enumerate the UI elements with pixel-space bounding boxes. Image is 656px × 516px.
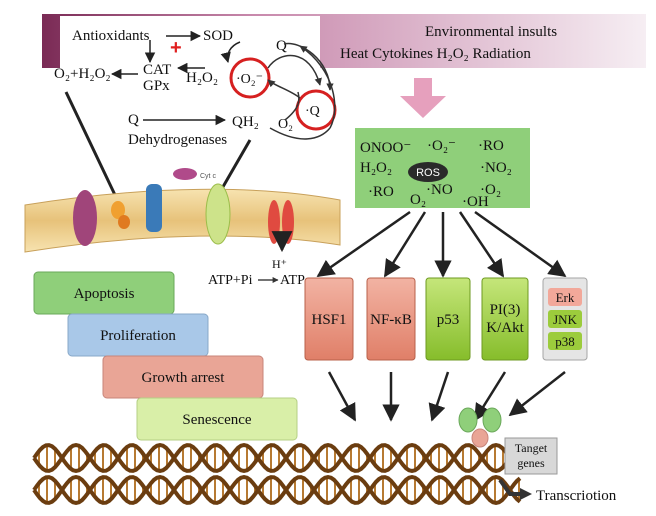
ros-box: ONOO⁻ ·O₂⁻ ·RO H₂O₂ ·NO₂ ·RO ·NO ·O₂ O₂ ·OH ROS (355, 128, 530, 210)
o2-h2o2-label: O₂+H₂O₂ (54, 66, 111, 82)
arrow-sod-superoxide (220, 41, 241, 64)
outcome-proliferation: Proliferation (100, 328, 176, 344)
pathway-hsf1: HSF1 (311, 312, 346, 328)
ros-species-item: ONOO⁻ (360, 140, 411, 156)
ros-species-item: ·RO (368, 184, 394, 200)
mapk-p38: p38 (555, 334, 575, 349)
antioxidant-cycle: Antioxidants SOD + CAT GPx O₂+H₂O₂ H₂O₂ … (54, 28, 337, 196)
gpx-label: GPx (143, 78, 170, 94)
h-plus-label: H⁺ (272, 257, 287, 271)
superoxide-highlight-circle (229, 57, 271, 99)
pathway-boxes: HSF1 NF-κB p53 PI(3) K/Akt Erk JNK p38 (304, 277, 588, 361)
pathway-nfkb: NF-κB (370, 312, 412, 328)
ros-species-item: ·O₂⁻ (427, 138, 456, 154)
outcome-growth-arrest: Growth arrest (142, 370, 226, 386)
h2o2-label: H₂O₂ (186, 70, 218, 86)
o2-label: O₂ (278, 117, 293, 132)
target-genes-line1: Tanget (515, 441, 548, 455)
dna-double-helix (32, 442, 522, 506)
pathway-p53: p53 (437, 312, 460, 328)
ros-species-item: H₂O₂ (360, 160, 392, 176)
banner-line2: Heat Cytokines H₂O₂ Radiation (340, 46, 531, 62)
cat-label: CAT (143, 62, 171, 78)
ros-species-item: O₂ (410, 192, 426, 208)
mitochondrial-membrane: Cyt c H⁺ ATP+Pi ATP (24, 168, 341, 288)
ros-species-item: ·NO (426, 182, 453, 198)
ros-species-list: ONOO⁻ ·O₂⁻ ·RO H₂O₂ ·NO₂ ·RO ·NO ·O₂ O₂ ·OH (360, 138, 512, 210)
pathway-pi3k-akt-line2: K/Akt (486, 320, 524, 336)
pointer-line-right (218, 139, 252, 193)
ros-fan-arrows (316, 210, 567, 278)
complex-iv-protein (205, 183, 231, 245)
plus-sign: + (170, 37, 182, 59)
cell-outcomes: Apoptosis Proliferation Growth arrest Se… (33, 271, 298, 441)
q-top-label: Q (276, 38, 287, 54)
atp-pi-label: ATP+Pi (208, 273, 253, 288)
mapk-jnk: JNK (553, 312, 577, 327)
cytochrome-c (173, 168, 197, 180)
ros-species-item: ·RO (478, 138, 504, 154)
ros-species-item: ·NO₂ (480, 160, 512, 176)
complex-i-protein (73, 190, 97, 246)
semiquinone-label: ·Q (305, 104, 320, 119)
complex-iii-protein (146, 184, 162, 232)
superoxide-label: ·O₂⁻ (236, 72, 263, 87)
banner-line1: Environmental insults (425, 24, 557, 40)
target-genes-line2: genes (517, 456, 545, 470)
transcription-arrow: Transcriotion (498, 478, 617, 504)
atp-label: ATP (280, 273, 305, 288)
q-left-label: Q (128, 112, 139, 128)
transcription-factor-complex (458, 407, 502, 448)
banner-down-arrow (400, 78, 446, 118)
ros-species-item: ·OH (462, 194, 489, 210)
outcome-apoptosis: Apoptosis (74, 286, 135, 302)
pathway-to-dna-arrows (327, 371, 566, 422)
dehydrogenases-label: Dehydrogenases (128, 132, 227, 148)
qh2-label: QH₂ (232, 114, 259, 130)
transcription-label: Transcriotion (536, 488, 617, 504)
mapk-erk: Erk (556, 290, 575, 305)
sod-label: SOD (203, 28, 233, 44)
outcome-senescence: Senescence (182, 412, 251, 428)
atp-synthase (268, 200, 280, 244)
cyt-c-label: Cyt c (200, 173, 216, 180)
ros-center-label: ROS (416, 167, 440, 179)
target-genes-box: Tanget genes (504, 437, 558, 475)
ros-species-item: ·O₂ (480, 182, 501, 198)
pathway-pi3k-akt-line1: PI(3) (490, 302, 521, 318)
pointer-line-left (64, 91, 117, 196)
environmental-insults-banner: Environmental insults Heat Cytokines H₂O… (42, 14, 646, 68)
antioxidants-label: Antioxidants (72, 28, 150, 44)
